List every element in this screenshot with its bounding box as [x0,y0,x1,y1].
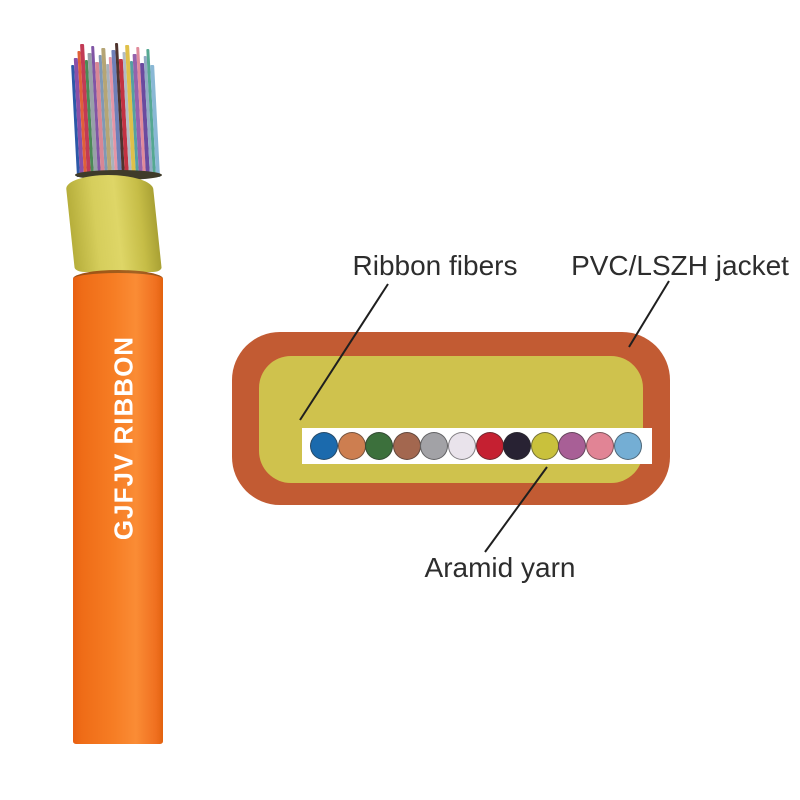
fiber-dot-green [365,432,394,460]
fiber-dot-yellow [530,432,559,460]
label-ribbon-fibers: Ribbon fibers [352,250,518,281]
fiber-dot-black [503,432,532,460]
fiber-dot-red [475,432,504,460]
fiber-dot-slate [420,432,449,460]
label-pvc-lszh-jacket: PVC/LSZH jacket [571,250,789,281]
fiber-cable: GJFJV RIBBON [60,40,170,745]
fiber-dot-brown [392,432,421,460]
fiber-dot-rose [586,432,614,460]
cable-buffer-layer [64,175,162,272]
label-aramid-yarn: Aramid yarn [424,552,576,583]
fiber-dot-violet [558,432,587,460]
fiber-dot-white [448,432,476,460]
cross-section-aramid-layer [259,356,652,483]
fiber-dot-aqua [613,432,642,460]
fiber-dot-blue [310,432,338,460]
cross-section-jacket [232,332,670,505]
fiber-dot-orange [337,432,366,460]
cable-jacket [73,270,163,744]
ribbon-fiber-strip [302,428,652,464]
cable-fiber-strands [70,43,160,177]
cable-print-label: GJFJV RIBBON [108,335,139,541]
